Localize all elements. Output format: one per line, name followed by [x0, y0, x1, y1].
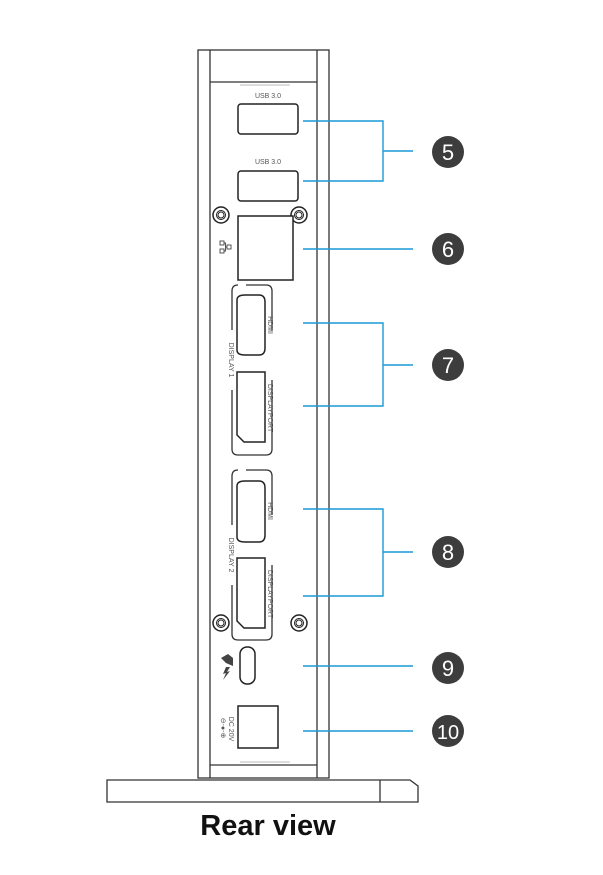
hdmi-port-2 [236, 480, 266, 543]
display-1-label: DISPLAY 1 [227, 343, 234, 378]
usb-port-bottom [237, 170, 299, 202]
callout-badge-5: 5 [432, 136, 464, 168]
callout-lines [303, 120, 413, 732]
display-2-label: DISPLAY 2 [227, 538, 234, 573]
diagram-title: Rear view [200, 810, 336, 842]
displayport-label-1: DISPLAYPORT [266, 384, 273, 433]
dock-stand-base [106, 779, 419, 803]
usb-port-top [237, 103, 299, 135]
displayport-label-2: DISPLAYPORT [266, 570, 273, 619]
dock-housing [197, 49, 330, 779]
callout-badge-6: 6 [432, 233, 464, 265]
usb-label-bottom: USB 3.0 [255, 159, 281, 166]
callout-badge-9: 9 [432, 652, 464, 684]
dc-power-port [237, 705, 279, 749]
usb-c-port [239, 646, 256, 685]
displayport-port-1 [236, 371, 266, 443]
svg-text:9: 9 [442, 656, 454, 681]
usb-label-top: USB 3.0 [255, 93, 281, 100]
callout-badge-8: 8 [432, 536, 464, 568]
hdmi-label-2: HDMI [266, 502, 273, 520]
network-icon [219, 240, 232, 254]
svg-text:5: 5 [442, 140, 454, 165]
svg-text:7: 7 [442, 353, 454, 378]
thunderbolt-icon [221, 654, 233, 680]
screw-icons [212, 206, 308, 632]
displayport-port-2 [236, 557, 266, 629]
svg-text:6: 6 [442, 237, 454, 262]
hdmi-label-1: HDMI [266, 316, 273, 334]
callout-badge-7: 7 [432, 349, 464, 381]
dc-label: DC 20V [227, 717, 234, 742]
svg-text:10: 10 [437, 722, 459, 744]
ethernet-port [237, 215, 294, 281]
display-2-group: HDMI DISPLAYPORT DISPLAY 2 [227, 469, 273, 641]
svg-text:8: 8 [442, 540, 454, 565]
polarity-icon: ⊖-●-⊕ [219, 718, 226, 739]
hdmi-port-1 [236, 294, 266, 356]
callout-badge-10: 10 [432, 715, 464, 747]
display-1-group: HDMI DISPLAYPORT DISPLAY 1 [227, 284, 273, 456]
